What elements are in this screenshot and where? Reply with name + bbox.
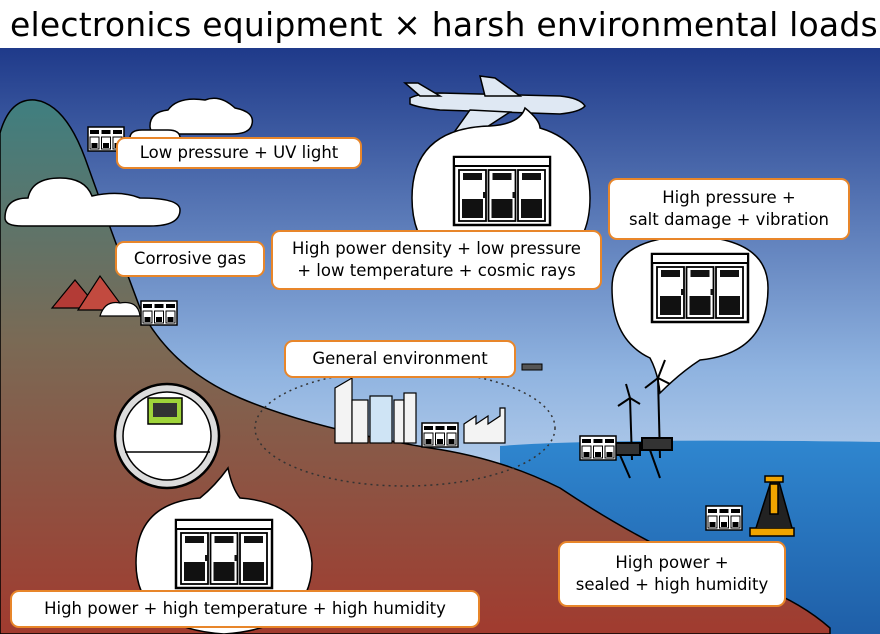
- label-underground: High power + high temperature + high hum…: [10, 590, 480, 628]
- label-text: High power density + low pressure: [292, 239, 581, 258]
- city-buildings-icon: [334, 376, 417, 444]
- factory-icon: [463, 407, 506, 444]
- label-text: General environment: [312, 349, 488, 368]
- label-corrosive-gas: Corrosive gas: [115, 241, 265, 277]
- general-area-outline: [254, 369, 556, 487]
- cabinet-icon: [421, 422, 459, 448]
- cabinet-icon: [140, 300, 178, 326]
- cabinet-icon: [174, 518, 274, 590]
- volcano-icon: [50, 274, 141, 317]
- page-title: electronics equipment × harsh environmen…: [10, 5, 878, 44]
- cabinet-icon: [650, 252, 750, 324]
- label-text: Corrosive gas: [133, 249, 247, 268]
- oil-platform-icon: [749, 475, 795, 537]
- tunnel-icon: [113, 382, 221, 490]
- cabinet-icon: [452, 155, 552, 227]
- drone-icon: [521, 363, 543, 371]
- label-aircraft: High power density + low pressure + low …: [271, 230, 602, 290]
- label-oil-platform: High power + sealed + high humidity: [558, 541, 786, 607]
- label-offshore-wind: High pressure + salt damage + vibration: [608, 178, 850, 240]
- label-text: High power + high temperature + high hum…: [44, 599, 446, 618]
- cabinet-icon: [705, 505, 743, 531]
- label-text: High pressure +: [662, 188, 796, 207]
- label-text: sealed + high humidity: [575, 575, 769, 594]
- label-text: High power +: [615, 553, 729, 572]
- label-low-pressure: Low pressure + UV light: [116, 137, 362, 169]
- label-text: salt damage + vibration: [628, 210, 830, 229]
- cabinet-icon: [579, 435, 617, 461]
- label-text: Low pressure + UV light: [139, 143, 339, 162]
- label-text: + low temperature + cosmic rays: [297, 261, 576, 280]
- wind-turbine-icon: [613, 359, 673, 479]
- label-general-environment: General environment: [284, 340, 516, 378]
